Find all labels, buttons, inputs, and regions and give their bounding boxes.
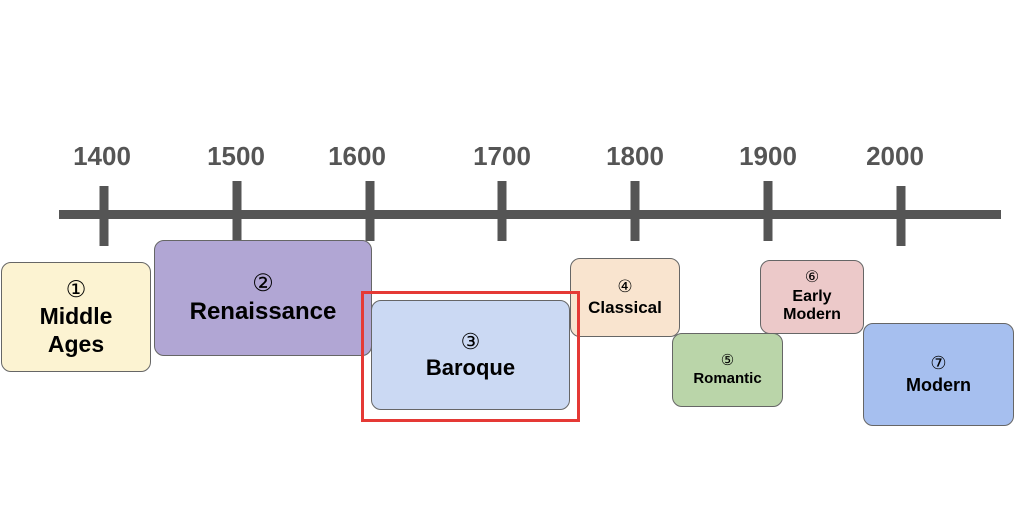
era-name-line: Early: [792, 287, 832, 305]
year-label-2000: 2000: [866, 141, 924, 171]
year-label-1600: 1600: [328, 141, 386, 171]
era-number: ⑤: [720, 352, 735, 370]
era-name-line: Classical: [588, 297, 662, 317]
year-label-1800: 1800: [606, 141, 664, 171]
era-box-modern: ⑦ Modern: [863, 323, 1014, 426]
era-box-classical: ④ Classical: [570, 258, 680, 337]
year-label-1500: 1500: [207, 141, 265, 171]
era-name-line: Romantic: [693, 370, 762, 387]
year-label-1700: 1700: [473, 141, 531, 171]
era-box-middle-ages: ① Middle Ages: [1, 262, 151, 372]
era-number: ②: [252, 269, 274, 297]
era-name-line: Modern: [906, 374, 971, 395]
era-box-renaissance: ② Renaissance: [154, 240, 372, 356]
era-box-romantic: ⑤ Romantic: [672, 333, 783, 407]
era-number: ⑦: [930, 353, 947, 374]
tick-1800: [630, 181, 640, 241]
era-name-line: Middle: [39, 303, 113, 330]
era-name-line: Renaissance: [189, 298, 337, 325]
tick-1900: [763, 181, 773, 241]
year-label-1900: 1900: [739, 141, 797, 171]
tick-2000: [896, 186, 906, 246]
era-number: ③: [460, 329, 481, 355]
era-box-baroque: ③ Baroque: [371, 300, 570, 410]
tick-1600: [365, 181, 375, 241]
tick-1500: [232, 181, 242, 241]
era-name-line: Ages: [47, 330, 105, 357]
era-name-line: Modern: [783, 306, 841, 324]
tick-1700: [497, 181, 507, 241]
era-number: ①: [65, 276, 87, 303]
era-number: ⑥: [804, 268, 820, 286]
baroque-highlight-frame: [361, 291, 580, 422]
era-number: ④: [617, 277, 633, 297]
tick-1400: [99, 186, 109, 246]
year-label-1400: 1400: [73, 141, 131, 171]
timeline-axis: [59, 210, 1001, 219]
era-box-early-modern: ⑥ Early Modern: [760, 260, 864, 334]
era-name-line: Baroque: [425, 355, 516, 380]
